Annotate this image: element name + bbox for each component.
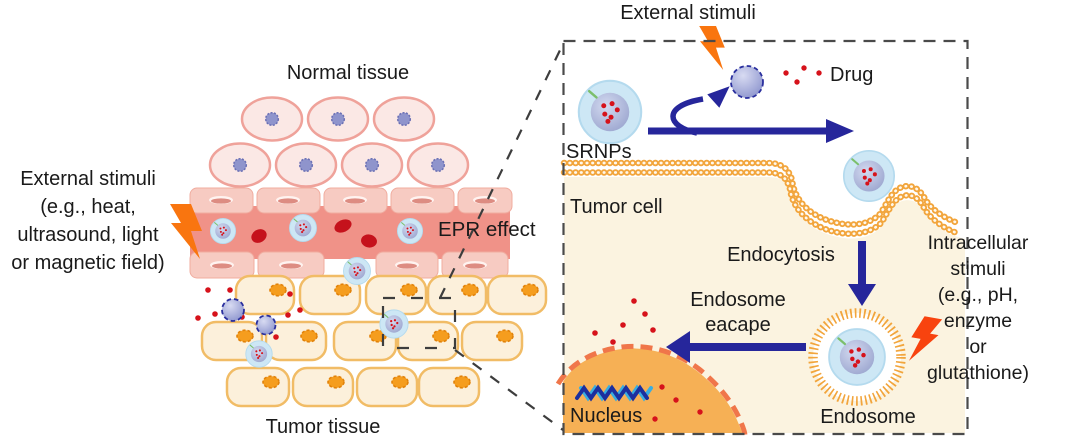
- nucleus-body: [563, 348, 742, 433]
- escaped-drug-dots: [592, 298, 656, 345]
- normal-tissue-label: Normal tissue: [286, 62, 410, 84]
- released-nanoparticle: [730, 65, 764, 99]
- endosome-escape-label: Endosome eacape: [690, 289, 786, 336]
- nucleus: [555, 343, 748, 437]
- endocytosis-label: Endocytosis: [727, 244, 835, 266]
- panel-border: [562, 39, 969, 436]
- intracellular-stimuli-label: Intracellular stimuli (e.g., pH, enzyme …: [927, 232, 1029, 384]
- endocytosis-arrow: [848, 241, 876, 306]
- disassembled-nanoparticles: [221, 298, 277, 336]
- zoom-indicator-box: [381, 296, 457, 350]
- tumor-tissue-label: Tumor tissue: [265, 416, 381, 438]
- blood-vessel: [189, 187, 513, 279]
- srnps-label: SRNPs: [566, 141, 632, 163]
- endosome: [808, 308, 906, 406]
- tumor-tissue-cells: [200, 274, 548, 408]
- drug-dots-in-nucleus: [652, 384, 703, 422]
- endosome-label: Endosome: [820, 406, 916, 428]
- tumor-cell-label: Tumor cell: [570, 196, 663, 218]
- epr-effect-label: EPR effect: [438, 218, 536, 241]
- arrows: [648, 86, 876, 363]
- dna-icon: [575, 384, 653, 402]
- red-blood-cells: [251, 219, 377, 248]
- external-stimuli-left-label: External stimuli (e.g., heat, ultrasound…: [11, 168, 165, 274]
- srnp-particle-main: [577, 79, 643, 145]
- external-stimuli-bolt-icon-panel: [699, 26, 725, 70]
- drug-dots-released: [783, 65, 822, 85]
- release-arrow: [648, 86, 854, 143]
- endosome-escape-arrow: [666, 331, 806, 363]
- zoom-connector-lines: [439, 43, 564, 431]
- srnp-particle-at-membrane: [842, 149, 896, 203]
- normal-tissue-cells: [208, 96, 470, 188]
- nucleus-membrane-dashed: [555, 343, 748, 437]
- panel-title-external-stimuli: External stimuli: [620, 2, 756, 24]
- drug-label: Drug: [830, 64, 874, 86]
- endothelium-top-row: [189, 187, 513, 214]
- nucleus-label: Nucleus: [570, 405, 643, 427]
- endothelium-bottom-row: [189, 251, 509, 279]
- cell-membrane: [560, 159, 962, 237]
